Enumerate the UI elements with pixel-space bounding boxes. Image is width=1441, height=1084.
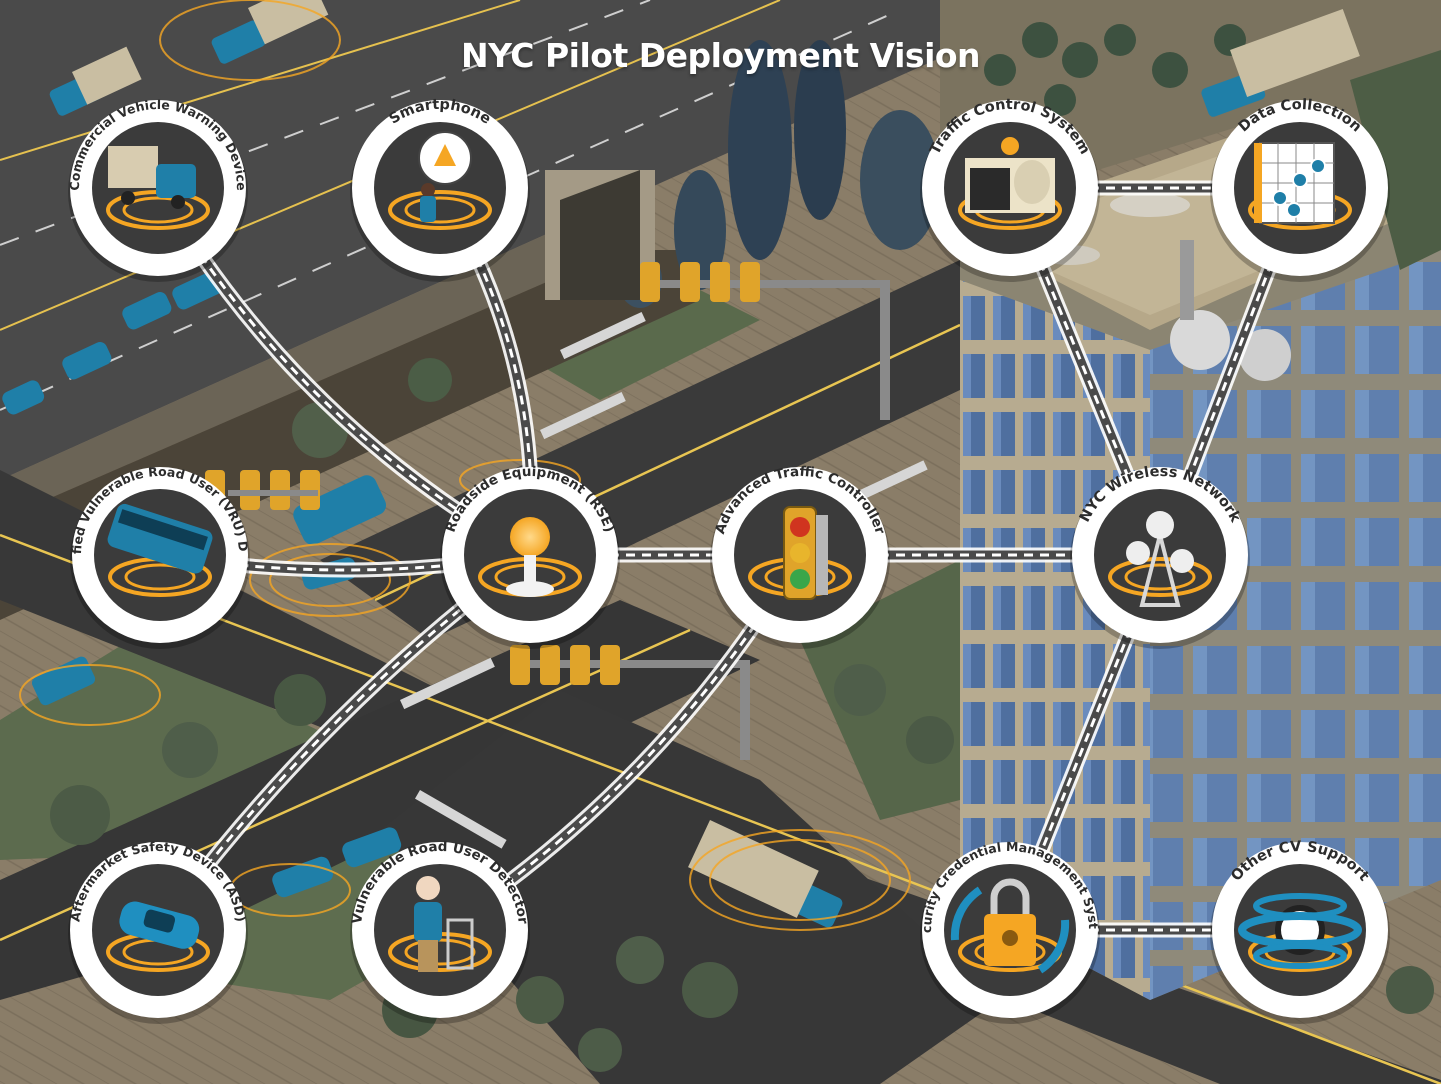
- page-title: NYC Pilot Deployment Vision: [460, 36, 981, 75]
- traffic-light-poles: [205, 262, 890, 760]
- node-vrud: Vulnerable Road User Detector: [349, 839, 531, 1024]
- traffic-light-icon: [748, 506, 852, 600]
- wireless-tower-icon: [1108, 511, 1212, 607]
- car-icon: [106, 901, 210, 972]
- node-smartphone: Smartphone: [350, 97, 530, 282]
- roadside-equipment-icon: [478, 517, 582, 597]
- data-collection-icon: [1248, 142, 1352, 230]
- smartphone-icon: [388, 131, 492, 230]
- node-tcs: Traffic Control System: [920, 97, 1100, 282]
- node-other: Other CV Support: [1210, 839, 1390, 1024]
- node-wireless: NYC Wireless Network: [1070, 464, 1250, 649]
- padlock-icon: [950, 878, 1070, 974]
- highway-edge: [0, 210, 620, 520]
- node-cvwd: Commercial Vehicle Warning Device: [67, 97, 249, 282]
- node-data: Data Collection: [1210, 97, 1390, 282]
- rotating-sphere-icon: [1238, 893, 1362, 972]
- node-rse: Roadside Equipment (RSE): [440, 464, 620, 649]
- bus-icon: [107, 503, 213, 597]
- crosswalks: [400, 311, 928, 849]
- truck-icon: [106, 146, 210, 230]
- node-asd: Aftermarket Safety Device (ASD): [67, 839, 249, 1024]
- signal-rings: [19, 0, 911, 931]
- node-atc: Advanced Traffic Controller: [710, 464, 890, 649]
- pedestrian-walker-icon: [388, 876, 492, 972]
- traffic-control-building-icon: [958, 137, 1062, 230]
